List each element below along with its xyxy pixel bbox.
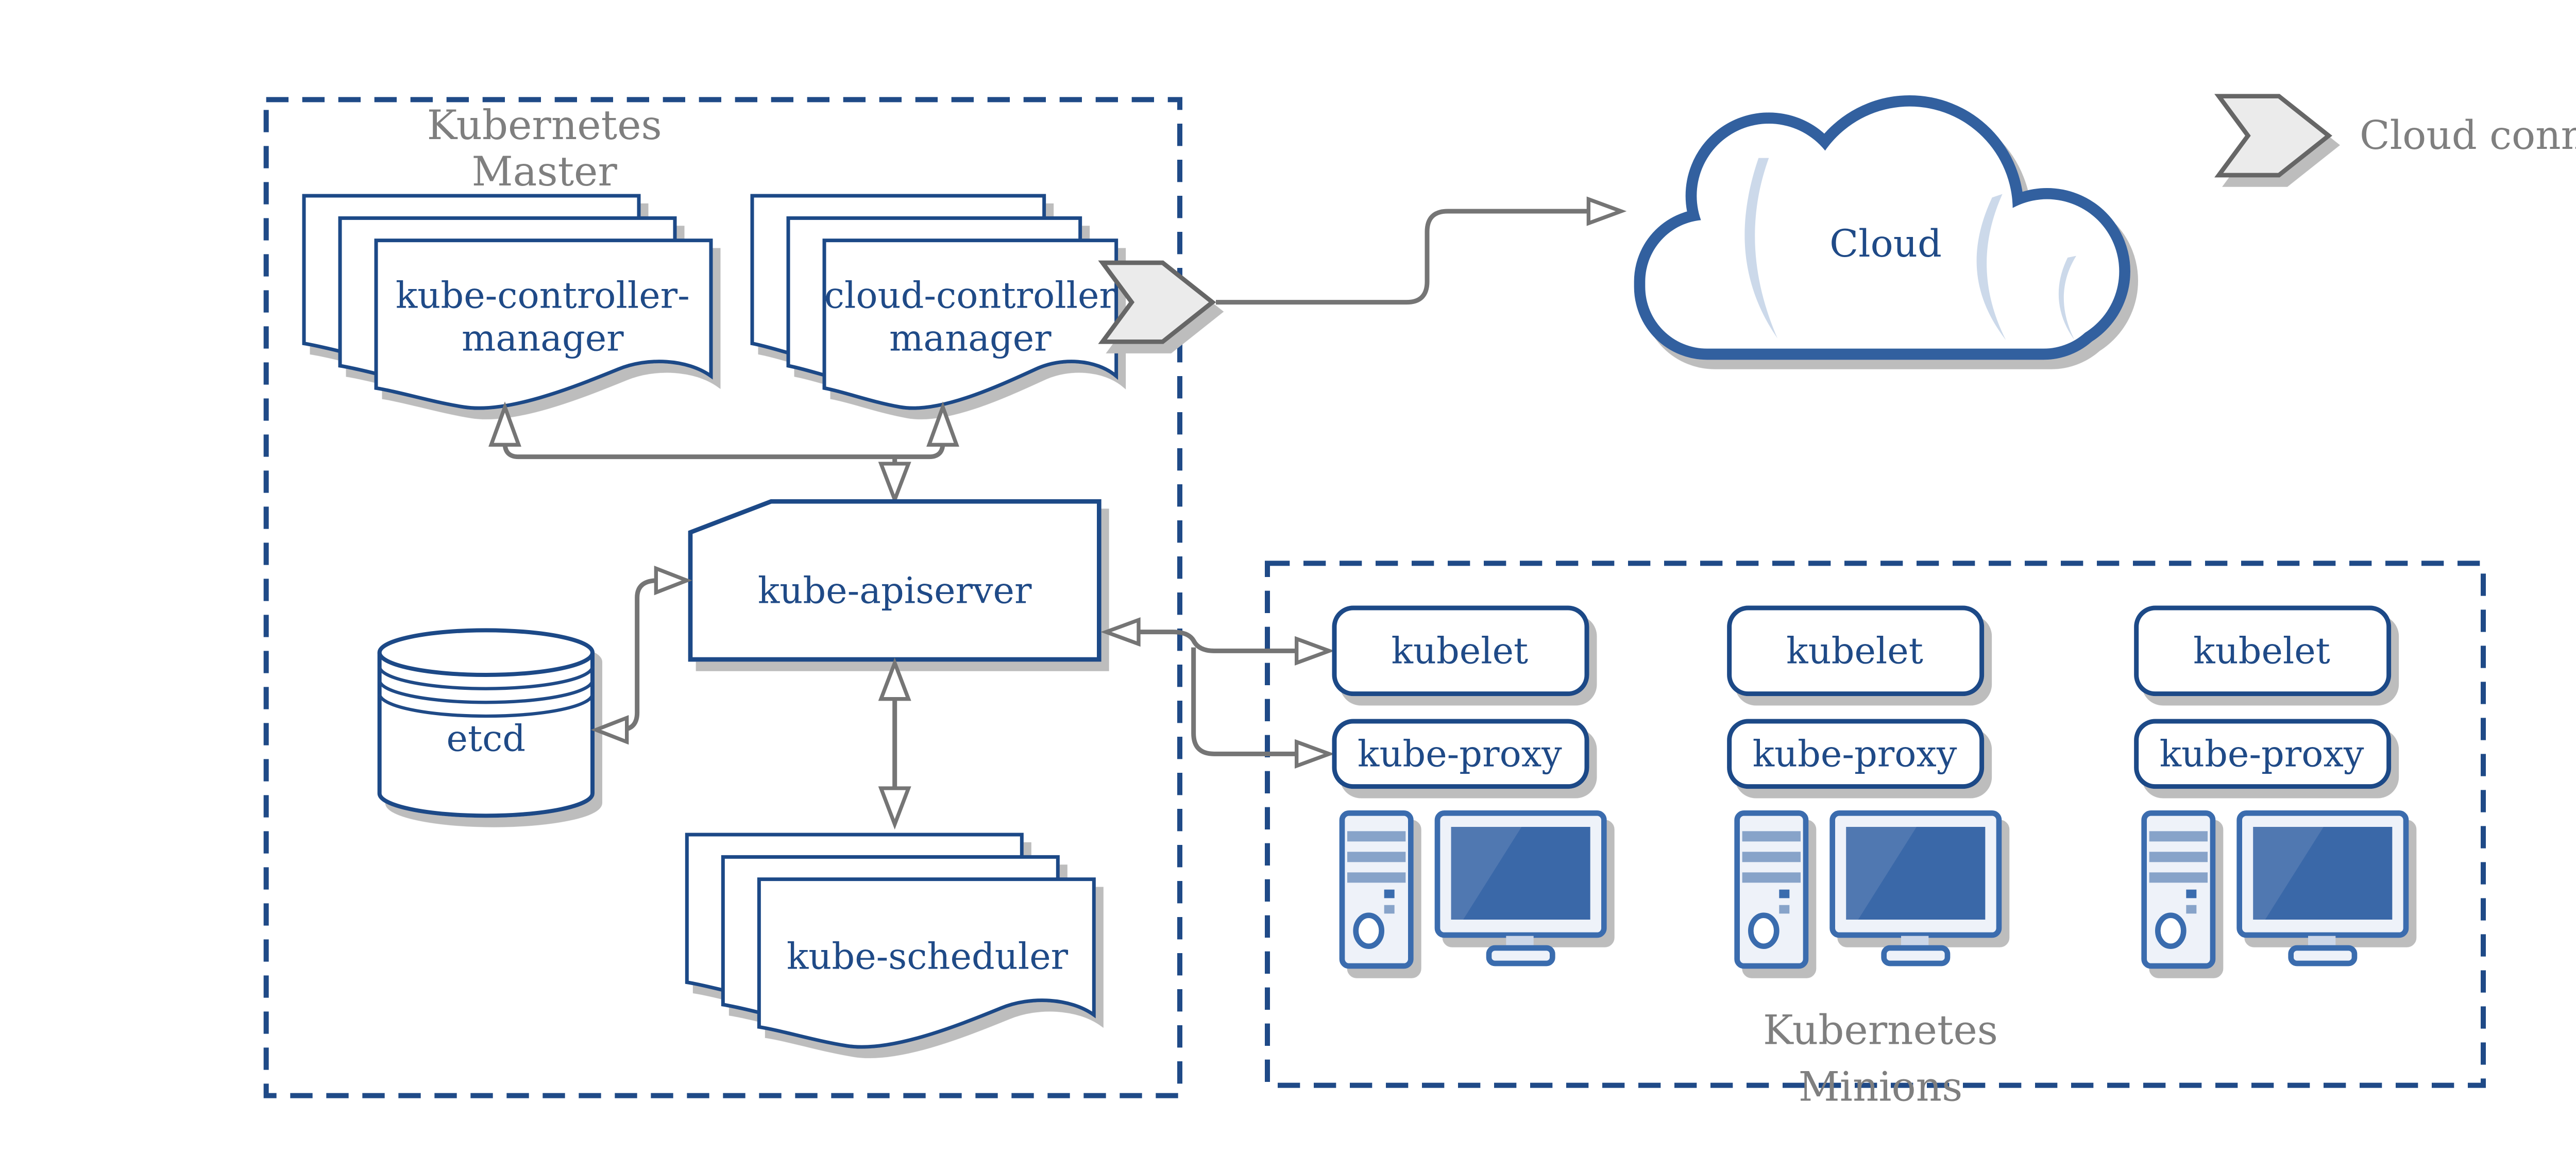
arrow-apiserver-etcd bbox=[590, 565, 692, 745]
legend-cloud-connector-label: Cloud connector bbox=[2360, 113, 2576, 159]
arrowhead-left-icon bbox=[590, 715, 629, 745]
arrowhead-up-icon bbox=[488, 401, 521, 447]
minion-node-1: kubelet kube-proxy bbox=[1332, 605, 1604, 966]
kube-controller-manager-label-line1: kube-controller- bbox=[396, 274, 690, 316]
cloud-label: Cloud bbox=[1829, 222, 1942, 266]
kubelet-label: kubelet bbox=[1786, 630, 1923, 672]
cloud-controller-manager-node: cloud-controller manager bbox=[752, 196, 1116, 408]
kube-controller-manager-node: kube-controller- manager bbox=[304, 196, 711, 408]
computer-icon bbox=[1737, 813, 1999, 966]
arrowhead-right-icon bbox=[1586, 196, 1627, 226]
kubelet-label: kubelet bbox=[1391, 630, 1528, 672]
database-icon bbox=[377, 652, 595, 818]
kube-scheduler-node: kube-scheduler bbox=[687, 835, 1094, 1047]
kubelet-label: kubelet bbox=[2193, 630, 2330, 672]
cloud-connector-icon bbox=[1103, 263, 1212, 342]
arrowhead-right-icon bbox=[654, 565, 692, 596]
kubernetes-master-border bbox=[263, 97, 1183, 1098]
kube-proxy-label: kube-proxy bbox=[2160, 733, 2364, 775]
arrowhead-right-icon bbox=[1295, 739, 1335, 769]
etcd-node: etcd bbox=[377, 628, 595, 818]
arrow-apiserver-to-controller-managers bbox=[488, 401, 959, 505]
arrowhead-down-icon bbox=[878, 462, 911, 505]
kubelet-box bbox=[1332, 605, 1589, 697]
kube-controller-manager-label-line2: manager bbox=[462, 317, 624, 360]
kubernetes-master-title: Kubernetes Master bbox=[427, 102, 662, 195]
arrowhead-left-icon bbox=[1100, 617, 1141, 647]
kube-apiserver-label: kube-apiserver bbox=[758, 570, 1032, 612]
kube-apiserver-node: kube-apiserver bbox=[688, 499, 1101, 662]
minions-title-line2: Minions bbox=[1799, 1064, 1963, 1111]
legend-cloud-connector: Cloud connector bbox=[2219, 96, 2576, 175]
minion-node-2: kubelet kube-proxy bbox=[1727, 605, 1999, 966]
minions-title-line1: Kubernetes bbox=[1763, 1007, 1998, 1054]
arrow-apiserver-scheduler bbox=[878, 657, 911, 830]
master-title-line2: Master bbox=[471, 148, 617, 195]
kubelet-box bbox=[1727, 605, 1985, 697]
arrow-connector-to-cloud bbox=[1216, 196, 1627, 305]
kube-proxy-label: kube-proxy bbox=[1358, 733, 1562, 775]
kube-proxy-box bbox=[2134, 719, 2392, 789]
kube-proxy-box bbox=[1332, 719, 1589, 789]
cloud-controller-manager-label-line2: manager bbox=[889, 317, 1052, 360]
arrowhead-down-icon bbox=[878, 786, 911, 830]
arrowhead-up-icon bbox=[878, 657, 911, 701]
kube-proxy-box bbox=[1727, 719, 1985, 789]
arrow-apiserver-to-node1 bbox=[1100, 617, 1335, 769]
computer-icon bbox=[2144, 813, 2406, 966]
kubernetes-minions-border bbox=[1265, 561, 2486, 1088]
cloud-controller-manager-label-line1: cloud-controller bbox=[824, 274, 1117, 316]
cloud-node: Cloud bbox=[1634, 95, 2130, 360]
arrowhead-right-icon bbox=[1295, 636, 1335, 666]
computer-icon bbox=[1342, 813, 1604, 966]
kubernetes-minions-title: Kubernetes Minions bbox=[1763, 1007, 1998, 1111]
etcd-label: etcd bbox=[447, 717, 526, 759]
kube-proxy-label: kube-proxy bbox=[1753, 733, 1957, 775]
master-title-line1: Kubernetes bbox=[427, 102, 662, 149]
arrowhead-up-icon bbox=[926, 401, 959, 447]
cloud-connector-icon bbox=[2219, 96, 2329, 175]
kubelet-box bbox=[2134, 605, 2392, 697]
minion-node-3: kubelet kube-proxy bbox=[2134, 605, 2406, 966]
kube-scheduler-label: kube-scheduler bbox=[787, 936, 1069, 978]
